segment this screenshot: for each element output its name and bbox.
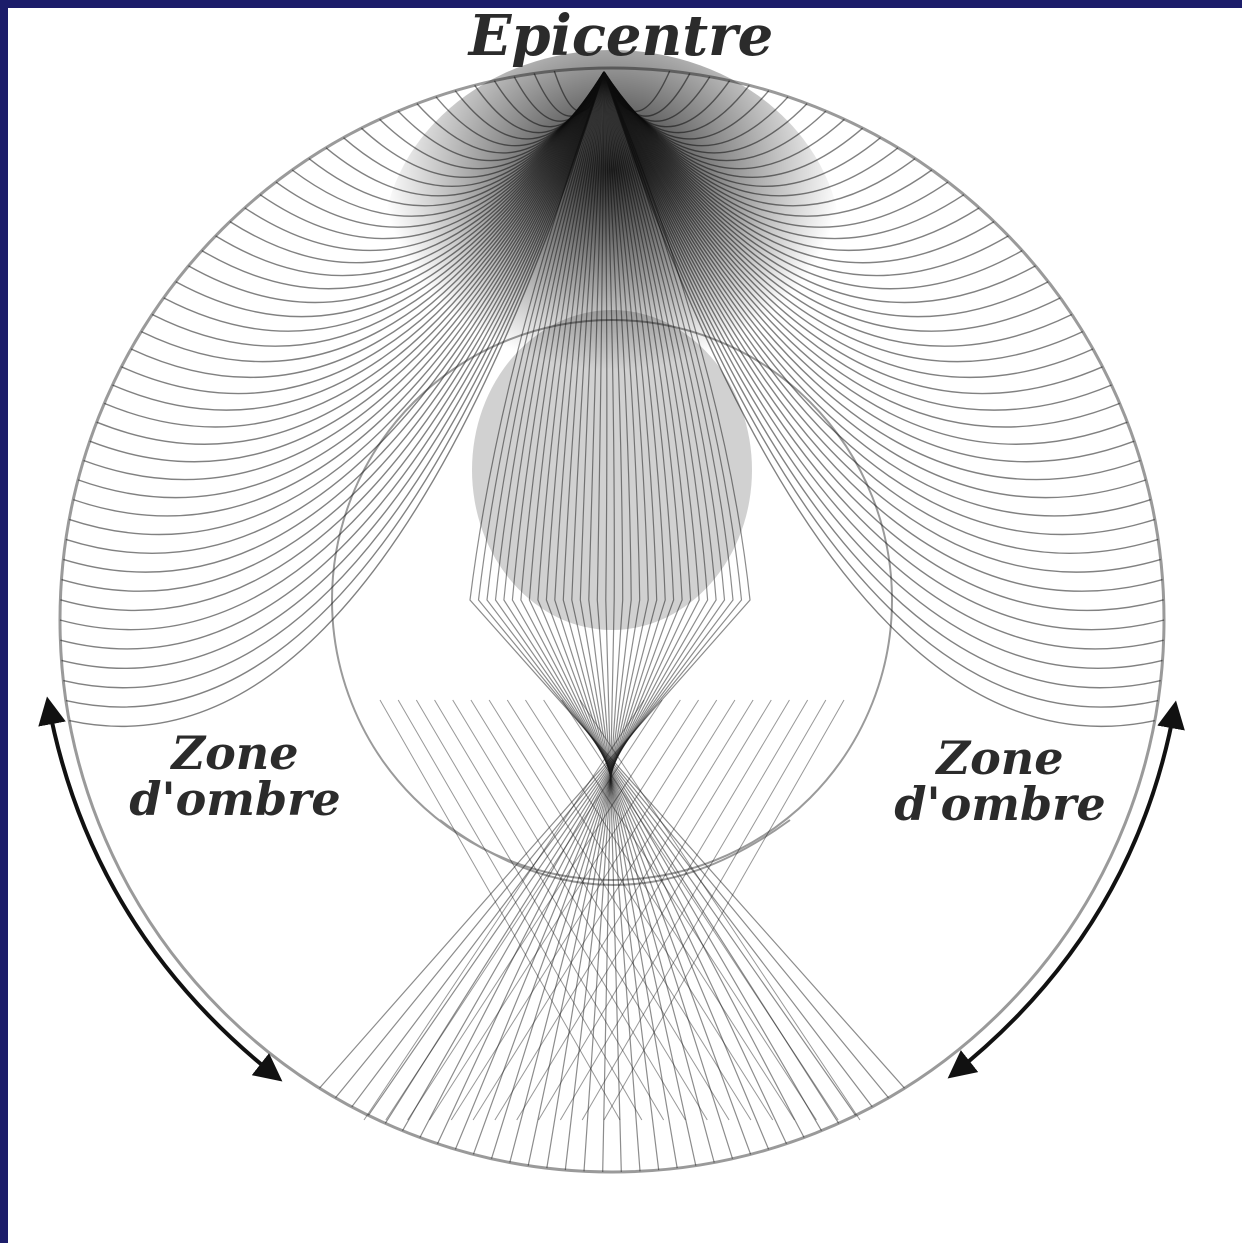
- ray-path: [560, 700, 807, 1120]
- shadow-zone-right-line1: Zone: [875, 735, 1125, 781]
- shadow-zone-left-label: Zone d'ombre: [110, 730, 360, 822]
- ray-path: [582, 700, 826, 1120]
- core-dense-region: [472, 310, 752, 630]
- ray-path: [580, 700, 860, 1120]
- shadow-zone-right-label: Zone d'ombre: [875, 735, 1125, 827]
- ray-path: [398, 700, 642, 1120]
- ray-path: [525, 700, 794, 1120]
- shadow-zone-left-line1: Zone: [110, 730, 360, 776]
- ray-path: [473, 700, 735, 1120]
- shadow-zone-left-line2: d'ombre: [110, 776, 360, 822]
- shadow-zone-right-line2: d'ombre: [875, 781, 1125, 827]
- epicentre-label: Epicentre: [0, 8, 1242, 64]
- ray-path: [435, 700, 686, 1120]
